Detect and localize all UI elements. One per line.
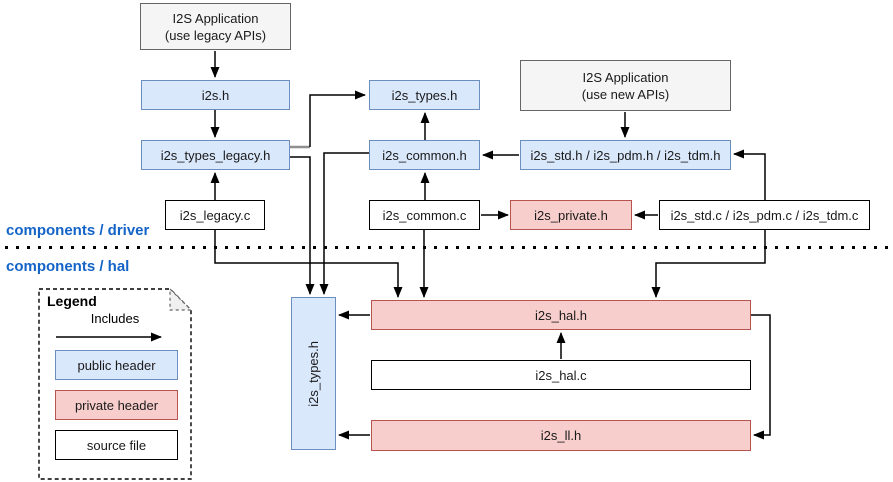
- legend-includes-label: Includes: [90, 311, 140, 326]
- edge-legacy-c-to-hal-h: [214, 230, 403, 298]
- driver-region-label: components / driver: [6, 222, 150, 239]
- legend: Legend Includes public header private he…: [38, 288, 192, 480]
- legend-item-label: private header: [74, 397, 159, 413]
- legend-item-source-file: source file: [55, 430, 178, 460]
- legend-item-label: public header: [77, 357, 156, 373]
- node-label: i2s_std.c / i2s_pdm.c / i2s_tdm.c: [670, 207, 859, 223]
- node-i2s-application-legacy: I2S Application (use legacy APIs): [140, 3, 291, 50]
- node-i2s-std-pdm-tdm-c: i2s_std.c / i2s_pdm.c / i2s_tdm.c: [659, 200, 870, 230]
- legend-folded-corner: [169, 288, 192, 311]
- legend-item-public-header: public header: [55, 350, 178, 380]
- node-label: i2s.h: [201, 87, 230, 103]
- node-label: i2s_types.h: [306, 340, 321, 407]
- node-label: i2s_types.h: [391, 87, 458, 103]
- node-label: i2s_hal.c: [535, 367, 587, 383]
- node-label: i2s_std.h / i2s_pdm.h / i2s_tdm.h: [530, 147, 721, 163]
- legend-item-private-header: private header: [55, 390, 178, 420]
- node-i2s-hal-h: i2s_hal.h: [371, 300, 751, 330]
- node-label: i2s_legacy.c: [179, 207, 251, 223]
- node-i2s-common-h: i2s_common.h: [369, 140, 480, 170]
- node-i2s-h: i2s.h: [141, 80, 290, 110]
- edge-common-h-to-types-hal: [319, 152, 369, 295]
- node-i2s-legacy-c: i2s_legacy.c: [165, 200, 265, 230]
- edge-std-c-to-hal-h: [651, 229, 766, 298]
- driver-hal-divider: [5, 246, 893, 249]
- legend-title: Legend: [47, 293, 97, 309]
- edge-std-c-to-std-h: [733, 149, 766, 200]
- edge-types-legacy-to-types-hal: [290, 156, 315, 295]
- node-i2s-std-pdm-tdm-h: i2s_std.h / i2s_pdm.h / i2s_tdm.h: [520, 140, 731, 170]
- node-label: i2s_ll.h: [540, 428, 582, 443]
- node-i2s-private-h: i2s_private.h: [510, 200, 632, 230]
- app-new-line2: (use new APIs): [581, 86, 670, 102]
- node-i2s-application-new: I2S Application (use new APIs): [520, 60, 731, 111]
- edge-hal-h-to-ll-h: [751, 314, 771, 440]
- node-i2s-common-c: i2s_common.c: [369, 200, 480, 230]
- node-i2s-hal-c: i2s_hal.c: [371, 360, 751, 390]
- node-label: i2s_private.h: [534, 207, 608, 223]
- node-i2s-ll-h: i2s_ll.h: [371, 420, 751, 451]
- legend-item-label: source file: [86, 437, 147, 453]
- node-i2s-types-h-driver: i2s_types.h: [369, 80, 480, 110]
- node-label: i2s_common.h: [382, 147, 467, 163]
- edge-types-legacy-to-types-driver: [309, 90, 366, 147]
- app-legacy-line1: I2S Application: [172, 10, 259, 26]
- node-i2s-types-h-hal: i2s_types.h: [291, 297, 336, 450]
- node-label: i2s_types_legacy.h: [160, 147, 271, 163]
- legend-outline: [38, 288, 192, 480]
- app-new-line1: I2S Application: [582, 69, 669, 85]
- app-legacy-line2: (use legacy APIs): [164, 27, 267, 43]
- node-label: i2s_hal.h: [534, 307, 588, 323]
- hal-region-label: components / hal: [6, 258, 130, 275]
- node-label: i2s_common.c: [382, 207, 467, 223]
- node-i2s-types-legacy-h: i2s_types_legacy.h: [141, 140, 290, 170]
